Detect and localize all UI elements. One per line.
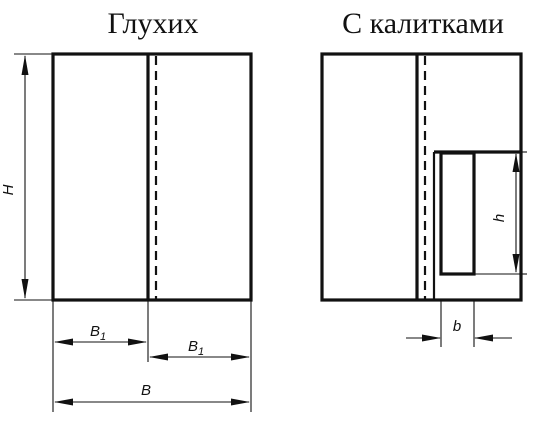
title-solid-gates: Глухих (107, 7, 198, 40)
arrow-up-icon (512, 153, 520, 172)
arrow-right-icon (231, 398, 250, 406)
arrow-right-icon (422, 334, 441, 342)
dimension-label-height: H (0, 184, 17, 195)
dimension-label-wicket-width: b (453, 318, 461, 335)
dimension-leaf-widths: B1 B1 (52, 300, 252, 412)
dimension-label-leaf-width-1: B1 (90, 323, 106, 343)
arrow-up-icon (21, 55, 29, 75)
dimension-wicket-height: h (491, 151, 527, 275)
dimension-label-total-width: B (141, 382, 151, 399)
arrow-right-icon (128, 338, 147, 346)
arrow-right-icon (231, 353, 250, 361)
dimension-height: H (0, 53, 53, 301)
title-gates-with-wickets: С калитками (342, 7, 504, 40)
arrow-down-icon (512, 254, 520, 273)
dimension-total-width: B (54, 382, 250, 406)
arrow-left-icon (54, 398, 73, 406)
wicket-gate-drawing (320, 52, 523, 302)
solid-gate-drawing (51, 52, 253, 302)
arrow-left-icon (149, 353, 168, 361)
arrow-left-icon (54, 338, 73, 346)
arrow-down-icon (21, 279, 29, 299)
solid-gate-frame (51, 52, 253, 302)
dimension-wicket-width: b (406, 300, 512, 347)
arrow-left-icon (474, 334, 493, 342)
dimension-label-wicket-height: h (491, 214, 508, 222)
wicket-gate-frame (320, 52, 523, 302)
wicket-door (439, 151, 476, 276)
dimension-label-leaf-width-2: B1 (188, 338, 204, 358)
